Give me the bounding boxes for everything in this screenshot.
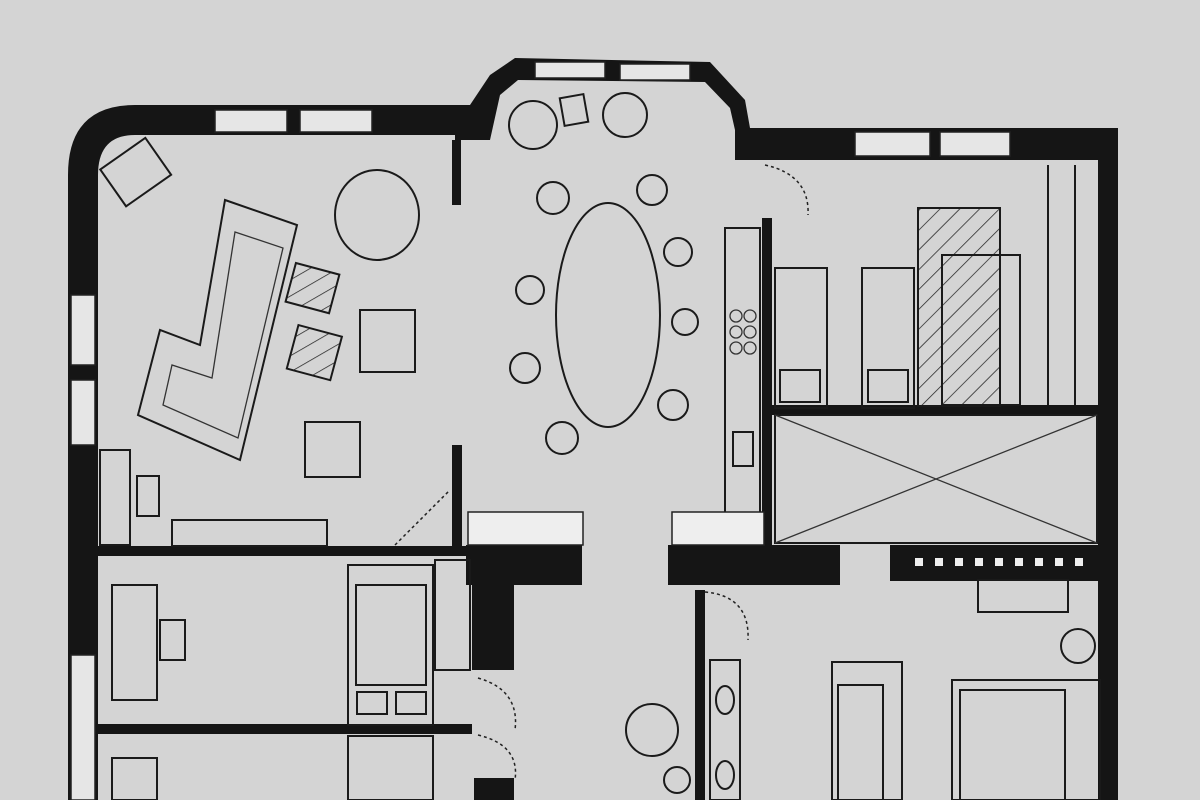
windows	[70, 61, 1011, 800]
window	[939, 131, 1011, 157]
armchair	[359, 309, 416, 373]
round-table	[334, 169, 420, 261]
right-wall	[1098, 135, 1118, 800]
window	[70, 654, 96, 800]
desk	[111, 584, 158, 701]
bed	[917, 207, 1001, 407]
chair	[671, 308, 699, 336]
bench-cushion	[715, 760, 735, 790]
ottoman	[284, 261, 341, 315]
oval-dining-table	[555, 202, 661, 428]
chair	[159, 619, 186, 661]
ventilation-blocks	[915, 558, 1083, 566]
wall	[98, 724, 472, 734]
door-swing	[764, 164, 809, 216]
radiator	[671, 511, 765, 546]
wardrobe	[774, 267, 828, 409]
bay-chair	[508, 100, 558, 150]
side-table	[98, 136, 173, 208]
right-bedroom	[625, 579, 1101, 800]
drawer	[356, 691, 388, 715]
small-box	[136, 475, 160, 517]
bed	[951, 679, 1101, 800]
stove	[729, 309, 757, 355]
window	[854, 131, 931, 157]
bay-chair	[602, 92, 648, 138]
storage-void	[774, 414, 1098, 544]
drawer	[395, 691, 427, 715]
desk	[111, 757, 158, 800]
door-swing	[477, 677, 517, 731]
lamp	[1060, 628, 1096, 664]
chair	[657, 389, 689, 421]
wall	[98, 546, 470, 556]
dining-area-furniture	[508, 92, 761, 514]
door-swing	[394, 489, 451, 546]
radiators	[467, 511, 765, 546]
wardrobe	[861, 267, 915, 409]
sink	[732, 431, 754, 467]
door-swing	[704, 591, 749, 641]
wall	[762, 218, 772, 548]
cabinet	[99, 449, 131, 546]
armchair	[625, 703, 679, 757]
left-bedrooms	[111, 559, 517, 800]
door-swing	[477, 734, 517, 781]
chair	[515, 275, 545, 305]
sofa-seat	[162, 231, 284, 439]
cabinet-inner	[837, 684, 884, 800]
wall	[452, 445, 462, 550]
wardrobe-inner	[867, 369, 909, 403]
inner-walls	[98, 140, 1100, 800]
corner-sofa	[136, 198, 299, 462]
ottoman	[285, 323, 344, 382]
bed-inner	[959, 689, 1066, 800]
wardrobe-inner	[779, 369, 821, 403]
void-cross	[774, 414, 1098, 544]
bay-table	[558, 92, 590, 128]
living-room-furniture	[98, 136, 451, 547]
window	[214, 109, 288, 133]
chair	[509, 352, 541, 384]
cabinet	[831, 661, 903, 800]
wall	[695, 590, 705, 800]
window	[619, 63, 691, 81]
window	[299, 109, 373, 133]
stool	[663, 766, 691, 794]
wardrobe	[347, 735, 434, 800]
wardrobe	[347, 564, 434, 726]
bench	[709, 659, 741, 800]
bench-cushion	[715, 685, 735, 715]
wall	[466, 545, 582, 585]
chair	[536, 181, 570, 215]
wall	[772, 405, 1100, 415]
bed-mattress	[941, 254, 1021, 406]
wall	[472, 580, 514, 670]
wall	[668, 545, 840, 585]
window	[70, 379, 96, 446]
tv-stand	[171, 519, 328, 547]
stairs	[434, 559, 471, 671]
armchair	[304, 421, 361, 478]
nightstand	[977, 579, 1069, 613]
chair	[663, 237, 693, 267]
chair	[636, 174, 668, 206]
kitchen-room	[764, 164, 1098, 544]
wall	[474, 778, 514, 800]
window	[534, 61, 606, 79]
chair	[545, 421, 579, 455]
radiator	[467, 511, 584, 546]
wall	[452, 140, 461, 205]
wardrobe-inner	[355, 584, 427, 686]
window	[70, 294, 96, 366]
